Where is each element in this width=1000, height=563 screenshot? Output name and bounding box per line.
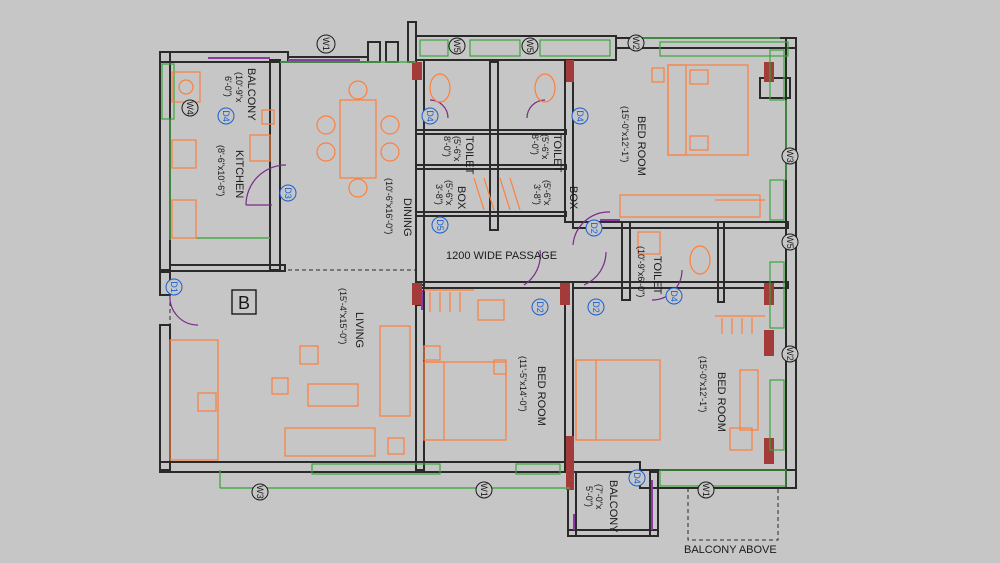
tag-w1-bottom-right: W1: [701, 483, 711, 497]
label-balcony-top-left-size-2: 6'-0"): [223, 76, 233, 97]
label-living: LIVING: [353, 312, 365, 348]
tag-d1: D1: [169, 281, 179, 293]
tag-d2-right: D2: [591, 301, 601, 313]
label-toilet-right: TOILET: [551, 134, 563, 173]
tag-d5: D5: [435, 219, 445, 231]
label-toilet-left-size-1: (5'-6"x: [452, 136, 462, 162]
label-dining: DINING: [401, 198, 413, 237]
tag-d2-top: D2: [589, 222, 599, 234]
label-balcony-bottom-size-2: 5'-0"): [584, 486, 594, 507]
tag-w5-right: W5: [785, 235, 795, 249]
tag-d2-left: D2: [535, 301, 545, 313]
label-balcony-above: BALCONY ABOVE: [684, 544, 777, 556]
label-kitchen: KITCHEN: [233, 150, 245, 198]
label-toilet-left: TOILET: [463, 136, 475, 175]
tag-d4-toilet-mid: D4: [669, 290, 679, 302]
purple-lines: [208, 57, 653, 530]
label-bedroom-top-right-size: (15'-0"x12'-1"): [620, 106, 630, 162]
label-passage: 1200 WIDE PASSAGE: [446, 250, 557, 262]
label-living-size: (15'-4"x15'-0"): [338, 288, 348, 344]
label-bedroom-center-size: (11'-5"x14'-0"): [518, 356, 528, 412]
label-bedroom-bottom-right-size: (15'-0"x12'-1"): [698, 356, 708, 412]
label-box-right-size-2: 3'-8"): [532, 184, 542, 205]
label-box-left-size-1: (5'-6"x: [444, 180, 454, 206]
label-toilet-left-size-2: 8'-0"): [442, 136, 452, 157]
tag-w1-bottom: W1: [479, 483, 489, 497]
tag-d4-toilet-left: D4: [425, 110, 435, 122]
tag-w5-top-right: W5: [525, 39, 535, 53]
columns: [412, 60, 774, 490]
tag-w2-right: W2: [785, 347, 795, 361]
tag-w3-right: W3: [785, 149, 795, 163]
furniture: [169, 64, 765, 461]
tag-d4-balcony: D4: [221, 110, 231, 122]
label-balcony-top-left-size-1: (10'-9"x: [234, 72, 244, 103]
tag-d4-toilet-right: D4: [575, 110, 585, 122]
room-labels: BALCONY (10'-9"x 6'-0") KITCHEN (8'-6"x1…: [216, 68, 727, 533]
label-dining-size: (10'-6"x16'-0"): [384, 178, 394, 234]
label-box-left-size-2: 3'-8"): [434, 184, 444, 205]
label-toilet-mid-right: TOILET: [651, 256, 663, 295]
windows: [161, 37, 789, 489]
tag-w2-top: W2: [631, 36, 641, 50]
door-tags: D4 D3 D4 D4 D5 D2 D2 D2 D4 D1 D4: [165, 107, 683, 487]
label-box-right: BOX: [567, 186, 579, 210]
tag-w3-bottom: W3: [255, 485, 265, 499]
tag-w1-top: W1: [321, 37, 331, 51]
label-bedroom-top-right: BED ROOM: [635, 116, 647, 176]
tag-w4: W4: [185, 101, 195, 115]
label-bedroom-bottom-right: BED ROOM: [715, 372, 727, 432]
dashed-lines: [169, 269, 779, 541]
tag-d4-balcony-bottom: D4: [632, 472, 642, 484]
label-kitchen-size: (8'-6"x10'-6"): [216, 145, 226, 196]
window-tags: W1 W5 W5 W2 W4 W3 W5 W2 W3 W1 W1: [181, 34, 799, 501]
label-box-right-size-1: (5'-6"x: [542, 180, 552, 206]
label-toilet-right-size-2: 8'-0"): [530, 134, 540, 155]
label-toilet-right-size-1: (5'-6"x: [540, 134, 550, 160]
label-box-left: BOX: [455, 186, 467, 210]
tag-d3: D3: [283, 187, 293, 199]
label-balcony-bottom: BALCONY: [607, 480, 619, 533]
label-toilet-mid-right-size: (10'-9"x6'-0"): [636, 246, 646, 297]
block-marker: [231, 289, 257, 315]
label-balcony-top-left: BALCONY: [245, 68, 257, 121]
label-bedroom-center: BED ROOM: [535, 366, 547, 426]
label-balcony-bottom-size-1: (7'-0"x: [594, 484, 604, 510]
block-label: B: [238, 293, 250, 313]
tag-w5-top-left: W5: [452, 39, 462, 53]
